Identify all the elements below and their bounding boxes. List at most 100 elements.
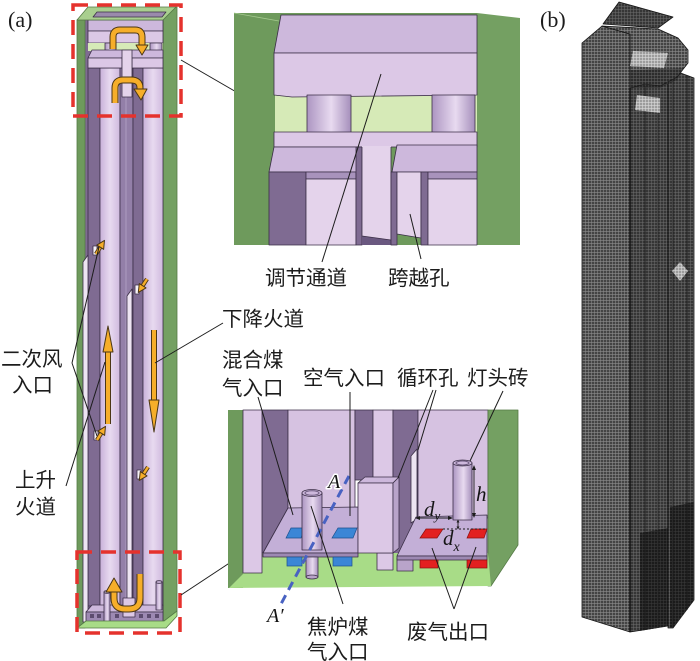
label-line-1: 焦炉煤 [307,616,369,639]
floor-port [97,614,101,618]
waste-gas-port-below [466,559,488,569]
mesh-model [581,1,695,633]
secondary-air-arrow [95,425,106,442]
support-cylinder [306,94,352,134]
regulating-flow-arrow [111,76,148,103]
crossover-flow-arrow [109,26,149,56]
dimension-arrowhead [415,516,420,520]
channel-wall [420,171,429,246]
flue-column-model [76,6,178,629]
dimension-arrowhead [472,465,476,470]
inset-right-wall [487,409,519,587]
label-text: 下降火道 [222,308,304,331]
label-line-1: 混合煤 [222,349,284,372]
label-text: 废气出口 [407,621,489,644]
mixed-gas-port-below [286,556,303,567]
arrow-head [135,44,149,56]
dimension-label: h [476,482,487,506]
arrow-head [148,399,160,433]
riser-up-arrow [102,325,114,424]
channel-floor [362,236,397,245]
mesh-refined-patch [635,95,660,113]
panel-a-label: (a) [8,7,32,32]
bottom-detail-view: h dy dx A A′ [228,409,519,627]
top-detail-highlight-box [71,3,183,118]
column-bottom-face [76,610,178,629]
left-pillar [242,409,263,574]
leader-line [154,322,224,364]
dimension-symbol: d [443,526,454,550]
panel-a: (a) [1,3,529,661]
dimension-symbol: d [424,497,435,521]
label-text: 跨越孔 [388,267,450,290]
leader-line [310,505,344,605]
dimension-subscript: y [433,508,441,523]
top-gap [88,43,163,51]
crossover-slab-right [131,57,164,69]
inset-left-wall [228,410,243,588]
dimension-subscript: x [453,540,461,555]
arrow-head [105,577,123,593]
nozzle-body [301,492,323,551]
secondary-air-wall [82,254,89,623]
nozzle-bore [304,490,320,496]
left-block-side [268,171,307,246]
dimension-label: dy [424,497,441,523]
center-wall-side [354,409,374,481]
center-wall-face [372,409,394,481]
mesh-top-slab [602,1,674,29]
label-text: 调节通道 [265,267,347,290]
dimension-label: dx [443,526,461,555]
inset-top-edge [233,12,280,22]
leader-line [417,389,437,451]
label-circulation-hole: 循环孔 [397,367,459,479]
dimension-burner-height: h [472,465,487,518]
left-flue-opening [305,178,357,246]
floor-port [147,614,151,618]
dimension-spacing-x: dx [443,519,487,555]
label-waste-gas-outlet: 废气出口 [407,546,489,644]
channel-wall [390,171,398,246]
nozzle-lower-end [305,574,319,580]
leader-line [409,213,422,260]
dimension-arrowhead [448,516,453,520]
upper-cover-slab-front [273,52,478,98]
right-block-top [391,144,478,173]
leader-line [71,246,100,364]
floor-port [155,614,159,618]
upper-cover-slab-top [273,14,478,54]
label-coke-oven-gas-inlet: 焦炉煤 气入口 [307,505,369,661]
arrow-shaft [110,27,145,49]
label-text: 空气入口 [303,367,385,390]
regulating-channel [362,146,391,240]
pillar-base [376,552,394,571]
waste-gas-plate-front [396,555,488,561]
arrow-shaft [112,77,143,103]
section-line [279,475,351,605]
channel-wall [355,146,363,246]
arrow-shaft [95,431,103,441]
label-crossover-hole: 跨越孔 [388,213,450,290]
arrow-head [96,239,105,250]
mesh-face-middle-dense [640,528,668,631]
burner-post [103,591,111,623]
left-block-top [268,146,363,173]
floor-port [90,614,94,618]
column-top-slot [92,11,167,18]
arrow-head [138,471,148,481]
label-burner-brick: 灯头砖 [467,367,529,462]
top-detail-view [233,12,520,246]
burner-body [452,462,473,521]
dimension-spacing-y: dy [415,497,453,523]
arrow-head [102,325,114,353]
section-end-label: A′ [265,605,284,627]
waste-gas-port-below [419,559,439,569]
column-right-wall [162,6,178,628]
label-line-2: 入口 [12,375,53,397]
floor-port [115,614,119,618]
bottom-detail-callout-line [180,561,232,596]
circulation-hole-slab [410,448,418,524]
mixed-gas-plate-front [262,552,359,558]
